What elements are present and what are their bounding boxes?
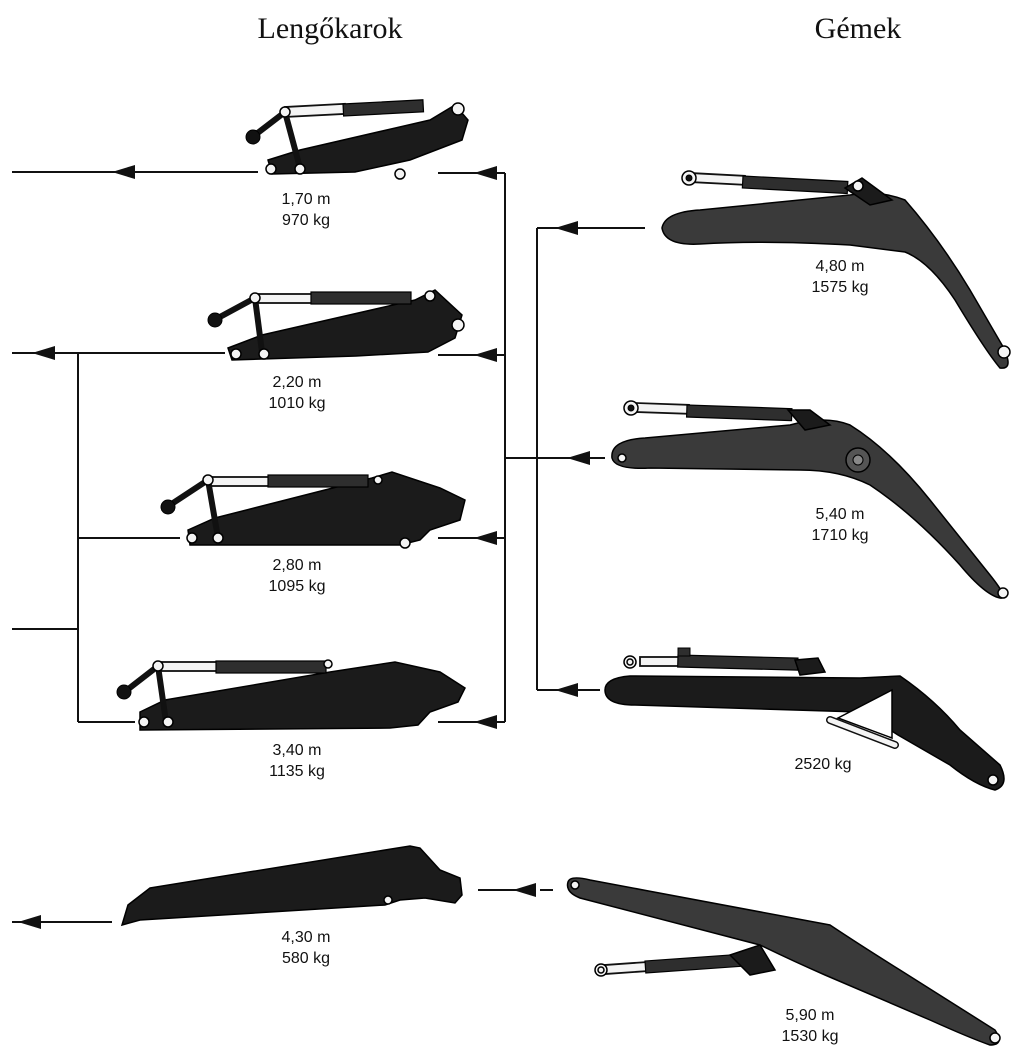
connector-lines (12, 172, 645, 922)
boom-2-drawing (612, 401, 1008, 598)
stick-3-drawing (161, 472, 465, 548)
arrow-left-bus (32, 346, 55, 360)
heading-booms: Gémek (815, 12, 902, 45)
stick-5-weight: 580 kg (282, 950, 330, 967)
stick-3-length: 2,80 m (273, 557, 322, 574)
boom-1-weight: 1575 kg (812, 279, 869, 296)
arrow-left-stick5 (18, 915, 41, 929)
stick-3-weight: 1095 kg (269, 578, 326, 595)
stick-2-length: 2,20 m (273, 374, 322, 391)
stick-5-length: 4,30 m (282, 929, 331, 946)
boom-4-length: 5,90 m (786, 1007, 835, 1024)
boom-2-length: 5,40 m (816, 506, 865, 523)
boom-1-length: 4,80 m (816, 258, 865, 275)
arrow-boom2 (567, 451, 590, 465)
arrow-into-stick1 (474, 166, 497, 180)
stick-2-drawing (208, 290, 464, 360)
boom-4-drawing (568, 878, 1001, 1045)
stick-1-length: 1,70 m (282, 191, 331, 208)
boom-4-weight: 1530 kg (782, 1028, 839, 1045)
arrow-into-stick3 (474, 531, 497, 545)
arrow-boom3 (555, 683, 578, 697)
arrow-boom1 (555, 221, 578, 235)
arrow-left-stick1 (112, 165, 135, 179)
stick-5-drawing (122, 846, 462, 925)
heading-sticks: Lengőkarok (258, 12, 403, 45)
stick-1-drawing (246, 100, 468, 179)
boom-2-weight: 1710 kg (812, 527, 869, 544)
stick-4-length: 3,40 m (273, 742, 322, 759)
arrow-into-stick2 (474, 348, 497, 362)
stick-2-weight: 1010 kg (269, 395, 326, 412)
stick-4-drawing (117, 660, 465, 730)
arrow-into-stick4 (474, 715, 497, 729)
stick-4-weight: 1135 kg (269, 763, 325, 780)
stick-1-weight: 970 kg (282, 212, 330, 229)
boom-3-weight: 2520 kg (795, 756, 852, 773)
arrow-boom4 (513, 883, 536, 897)
